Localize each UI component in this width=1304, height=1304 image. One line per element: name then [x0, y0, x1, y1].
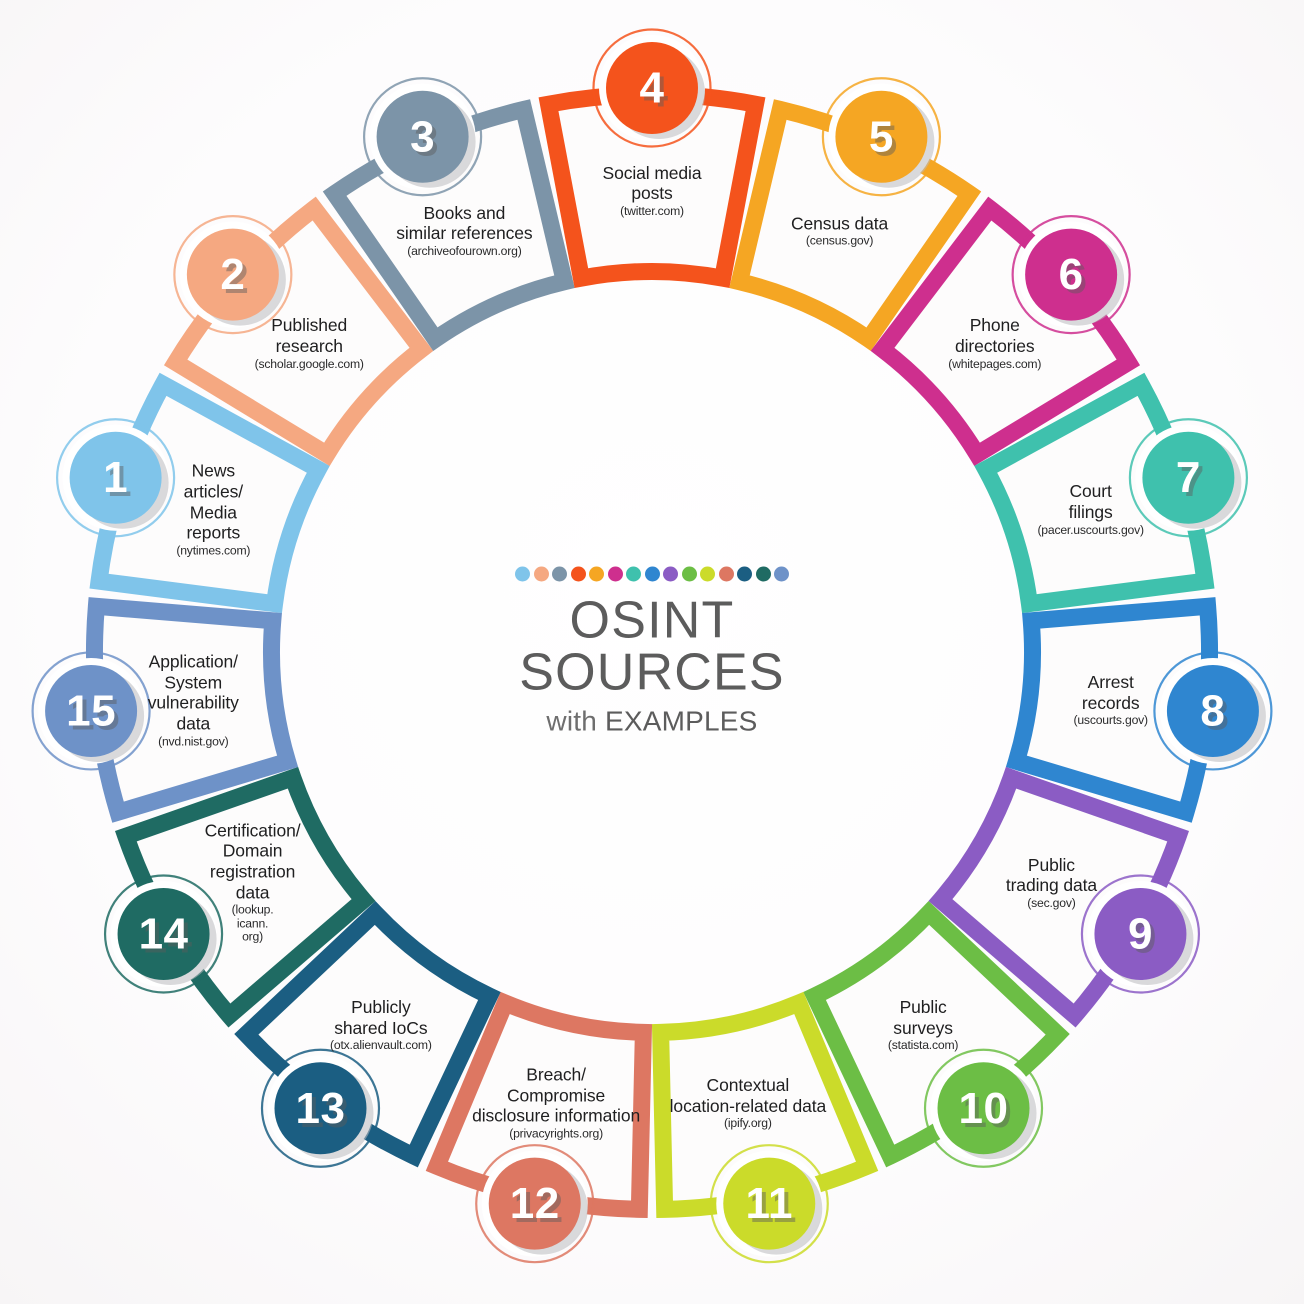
wheel-segment-7[interactable]: 77: [974, 372, 1248, 614]
badge-circle-2[interactable]: [186, 228, 279, 321]
badge-outline-ring-1: [56, 418, 176, 538]
badge-number-shadow-8: 8: [1204, 690, 1229, 739]
badge-number-2: 2: [220, 250, 245, 299]
badge-circle-12[interactable]: [488, 1157, 581, 1250]
badge-outline-ring-11: [709, 1144, 829, 1264]
badge-outline-ring-6: [1011, 215, 1131, 335]
wheel-segment-9[interactable]: 99: [928, 766, 1201, 1028]
badge-circle-6[interactable]: [1025, 228, 1118, 321]
badge-number-shadow-13: 13: [300, 1088, 350, 1137]
badge-number-14: 14: [139, 910, 189, 959]
badge-circle-11[interactable]: [723, 1157, 816, 1250]
badge-outline-ring-8: [1153, 651, 1273, 771]
wheel-segment-8[interactable]: 88: [1005, 597, 1273, 823]
badge-outline-ring-5: [821, 77, 941, 197]
wheel-segment-6[interactable]: 66: [870, 196, 1141, 467]
badge-circle-3[interactable]: [376, 90, 469, 183]
badge-circle-8[interactable]: [1166, 664, 1259, 757]
badge-circle-10[interactable]: [937, 1062, 1030, 1155]
badge-number-3: 3: [410, 112, 435, 161]
badge-number-13: 13: [296, 1084, 346, 1133]
badge-number-shadow-7: 7: [1180, 457, 1205, 506]
badge-number-6: 6: [1059, 250, 1084, 299]
badge-outline-ring-15: [31, 651, 151, 771]
badge-number-7: 7: [1176, 453, 1201, 502]
badge-number-shadow-4: 4: [644, 68, 669, 117]
badge-outline-ring-3: [363, 77, 483, 197]
badge-circle-4[interactable]: [606, 42, 698, 134]
badge-number-shadow-5: 5: [873, 116, 898, 165]
badge-number-5: 5: [869, 112, 894, 161]
badge-circle-5[interactable]: [835, 90, 928, 183]
badge-circle-13[interactable]: [274, 1062, 367, 1155]
badge-number-shadow-10: 10: [963, 1088, 1013, 1137]
badge-outline-ring-10: [923, 1048, 1044, 1168]
badge-circle-7[interactable]: [1142, 431, 1235, 524]
badge-circle-14[interactable]: [117, 888, 210, 980]
badge-number-shadow-6: 6: [1063, 254, 1088, 303]
wheel-segment-3[interactable]: 33: [322, 77, 575, 351]
badge-number-9: 9: [1128, 910, 1153, 959]
badge-outline-ring-13: [260, 1048, 381, 1168]
badge-number-shadow-2: 2: [224, 254, 249, 303]
badge-number-shadow-3: 3: [414, 116, 439, 165]
badge-circle-1[interactable]: [69, 431, 162, 524]
badge-outline-ring-7: [1128, 418, 1248, 538]
badge-circle-15[interactable]: [45, 664, 138, 757]
wheel-segment-5[interactable]: 55: [729, 77, 982, 351]
badge-outline-ring-12: [475, 1144, 595, 1264]
badge-number-4: 4: [640, 64, 665, 113]
wheel-segment-2[interactable]: 22: [163, 196, 434, 467]
badge-number-1: 1: [103, 453, 128, 502]
badge-outline-ring-9: [1080, 874, 1201, 994]
badge-circle-9[interactable]: [1094, 888, 1187, 980]
badge-number-12: 12: [510, 1179, 560, 1228]
badge-number-shadow-12: 12: [514, 1183, 564, 1232]
wheel-segment-4[interactable]: 44: [538, 28, 766, 289]
badge-number-shadow-15: 15: [70, 690, 120, 739]
badge-number-10: 10: [959, 1084, 1009, 1133]
badge-number-shadow-1: 1: [107, 457, 132, 506]
badge-number-shadow-11: 11: [750, 1183, 798, 1232]
badge-outline-ring-4: [592, 28, 712, 148]
wheel-segment-1[interactable]: 11: [56, 372, 330, 614]
badge-number-11: 11: [746, 1179, 794, 1228]
badge-number-15: 15: [66, 686, 116, 735]
badge-number-shadow-14: 14: [143, 914, 193, 963]
badge-number-shadow-9: 9: [1132, 914, 1157, 963]
badge-outline-ring-14: [103, 874, 224, 994]
badge-number-8: 8: [1200, 686, 1225, 735]
badge-outline-ring-2: [173, 215, 293, 335]
